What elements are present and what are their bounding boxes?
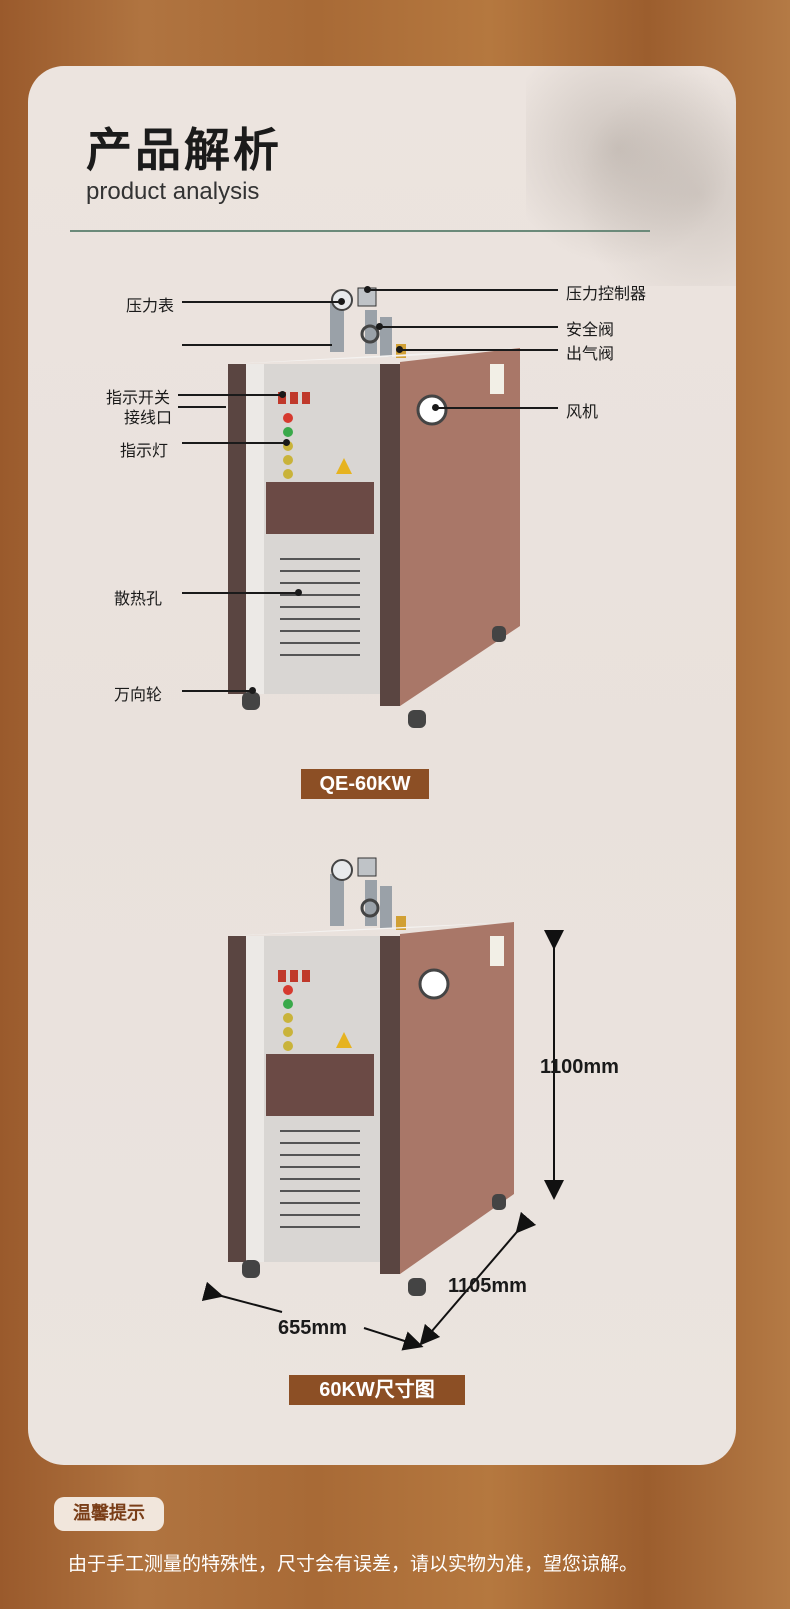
label-outlet-valve: 出气阀 xyxy=(566,344,615,363)
label-pressure-controller: 压力控制器 xyxy=(566,284,647,303)
tip-title: 温馨提示 xyxy=(54,1497,164,1531)
callout-dot xyxy=(376,323,383,330)
callout-dot xyxy=(249,687,256,694)
callout-dot xyxy=(295,589,302,596)
callout-dot xyxy=(364,286,371,293)
callout-line-left-top xyxy=(182,344,332,346)
callout-line-outlet-valve xyxy=(400,349,558,351)
label-pressure-gauge: 压力表 xyxy=(126,296,175,315)
callout-line-vent-holes xyxy=(182,592,298,594)
model-badge: QE-60KW xyxy=(301,769,429,799)
page-title: 产品解析 xyxy=(86,123,282,177)
dimension-width: 655mm xyxy=(278,1317,347,1339)
callout-dot xyxy=(279,391,286,398)
boiler-illustration-dimensions xyxy=(228,857,514,1296)
callout-line-indicator-light xyxy=(182,442,286,444)
dimension-caption-badge: 60KW尺寸图 xyxy=(289,1375,465,1405)
page-subtitle: product analysis xyxy=(86,178,260,205)
dimension-height: 1100mm xyxy=(540,1056,619,1078)
label-indicator-switch: 指示开关 xyxy=(106,388,171,407)
label-safety-valve: 安全阀 xyxy=(566,320,615,339)
tip-text: 由于手工测量的特殊性，尺寸会有误差，请以实物为准，望您谅解。 xyxy=(68,1553,639,1575)
callout-line-fan xyxy=(436,407,558,409)
leaf-shadow-decoration xyxy=(526,66,736,286)
title-divider xyxy=(70,230,650,232)
boiler-illustration-annotated xyxy=(228,287,520,728)
label-vent-holes: 散热孔 xyxy=(114,589,163,608)
dimension-arrows xyxy=(201,930,564,1351)
callout-dot xyxy=(396,346,403,353)
callout-dot xyxy=(283,439,290,446)
callout-line-wiring-port xyxy=(178,406,226,408)
callout-line-indicator-switch xyxy=(178,394,282,396)
callout-dot xyxy=(338,298,345,305)
callout-line-pressure-controller xyxy=(368,289,558,291)
callout-dot xyxy=(432,404,439,411)
label-caster: 万向轮 xyxy=(114,685,163,704)
dimension-depth: 1105mm xyxy=(448,1275,527,1297)
callout-line-caster xyxy=(182,690,252,692)
callout-line-safety-valve xyxy=(380,326,558,328)
label-fan: 风机 xyxy=(566,402,599,421)
label-wiring-port: 接线口 xyxy=(124,408,173,427)
label-indicator-light: 指示灯 xyxy=(120,441,169,460)
callout-line-pressure-gauge xyxy=(182,301,342,303)
